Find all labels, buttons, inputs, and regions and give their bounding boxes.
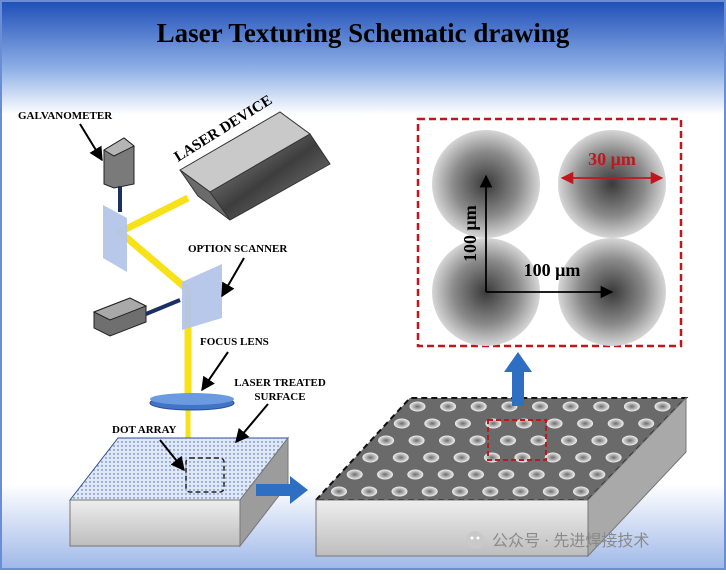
page-title: Laser Texturing Schematic drawing xyxy=(156,18,570,48)
label-option-scanner: OPTION SCANNER xyxy=(188,243,288,255)
label-focus-lens: FOCUS LENS xyxy=(200,336,269,348)
label-galvanometer: GALVANOMETER xyxy=(18,110,113,122)
surface-dimple xyxy=(454,418,471,429)
wechat-icon xyxy=(466,531,484,549)
surface-dimple xyxy=(559,469,575,480)
surface-dimple xyxy=(577,418,594,429)
scanner-motor xyxy=(92,297,181,337)
surface-dimple xyxy=(562,401,579,412)
texture-highlight xyxy=(487,419,547,461)
surface-dimple xyxy=(423,452,440,463)
surface-dimple xyxy=(544,452,561,463)
surface-dimple xyxy=(561,435,577,446)
surface-dimple xyxy=(439,435,455,446)
galvo-mirror xyxy=(103,205,127,272)
surface-dimple xyxy=(530,435,547,446)
watermark: 公众号 · 先进焊接技术 xyxy=(466,531,649,550)
surface-dimple xyxy=(514,452,531,463)
focus-lens xyxy=(149,393,235,411)
inset-detail: 30 μm 100 μm 100 μm xyxy=(416,117,683,348)
surface-dimple xyxy=(546,418,563,429)
surface-dimple xyxy=(469,435,486,446)
surface-dimple xyxy=(361,486,378,497)
surface-dimple xyxy=(591,435,608,446)
surface-dimple xyxy=(409,401,426,412)
surface-dimple xyxy=(528,469,545,480)
surface-dimple xyxy=(638,418,655,429)
label-dot-array: DOT ARRAY xyxy=(112,424,177,436)
diameter-label: 30 μm xyxy=(588,149,636,169)
surface-dimple xyxy=(532,401,548,412)
surface-dimple xyxy=(408,435,425,446)
label-laser-treated-2: SURFACE xyxy=(254,391,305,403)
surface-dimple xyxy=(470,401,487,412)
surface-dimple xyxy=(440,401,457,412)
surface-dimple xyxy=(605,452,622,463)
surface-dimple xyxy=(482,486,499,497)
label-laser-treated-1: LASER TREATED xyxy=(234,377,326,389)
surface-dimple xyxy=(623,401,640,412)
surface-dimple xyxy=(331,486,347,497)
watermark-text: 公众号 · 先进焊接技术 xyxy=(492,532,649,550)
surface-dimple xyxy=(500,435,516,446)
surface-dimple xyxy=(391,486,408,497)
textured-block xyxy=(313,396,689,558)
surface-dimple xyxy=(654,401,671,412)
surface-dimple xyxy=(346,469,363,480)
arrow-to-inset xyxy=(504,352,532,406)
surface-dimple xyxy=(392,452,409,463)
surface-dimple xyxy=(498,469,515,480)
surface-dimple xyxy=(424,418,441,429)
surface-dimple xyxy=(542,486,559,497)
surface-dimple xyxy=(589,469,606,480)
surface-dimple xyxy=(377,469,393,480)
surface-dimple xyxy=(362,452,379,463)
scanner-mirror xyxy=(182,264,222,330)
inset-dimple xyxy=(558,130,666,238)
horizontal-spacing-label: 100 μm xyxy=(524,260,581,280)
surface-dimple xyxy=(421,486,438,497)
label-arrows xyxy=(79,123,269,472)
surface-dimple xyxy=(593,401,610,412)
surface-dimple xyxy=(621,435,638,446)
surface-dimple xyxy=(378,435,395,446)
vertical-spacing-label: 100 μm xyxy=(460,205,480,262)
arrow-to-texture xyxy=(256,476,308,504)
surface-dimple xyxy=(393,418,410,429)
surface-dimple xyxy=(437,469,454,480)
surface-dimple xyxy=(575,452,592,463)
laser-device xyxy=(179,111,331,221)
galvanometer xyxy=(103,137,135,212)
dimple-array xyxy=(331,401,671,497)
surface-dimple xyxy=(453,452,470,463)
surface-dimple xyxy=(468,469,484,480)
surface-dimple xyxy=(452,486,468,497)
surface-dimple xyxy=(573,486,589,497)
surface-dimple xyxy=(512,486,529,497)
surface-dimple xyxy=(607,418,624,429)
surface-dimple xyxy=(407,469,424,480)
